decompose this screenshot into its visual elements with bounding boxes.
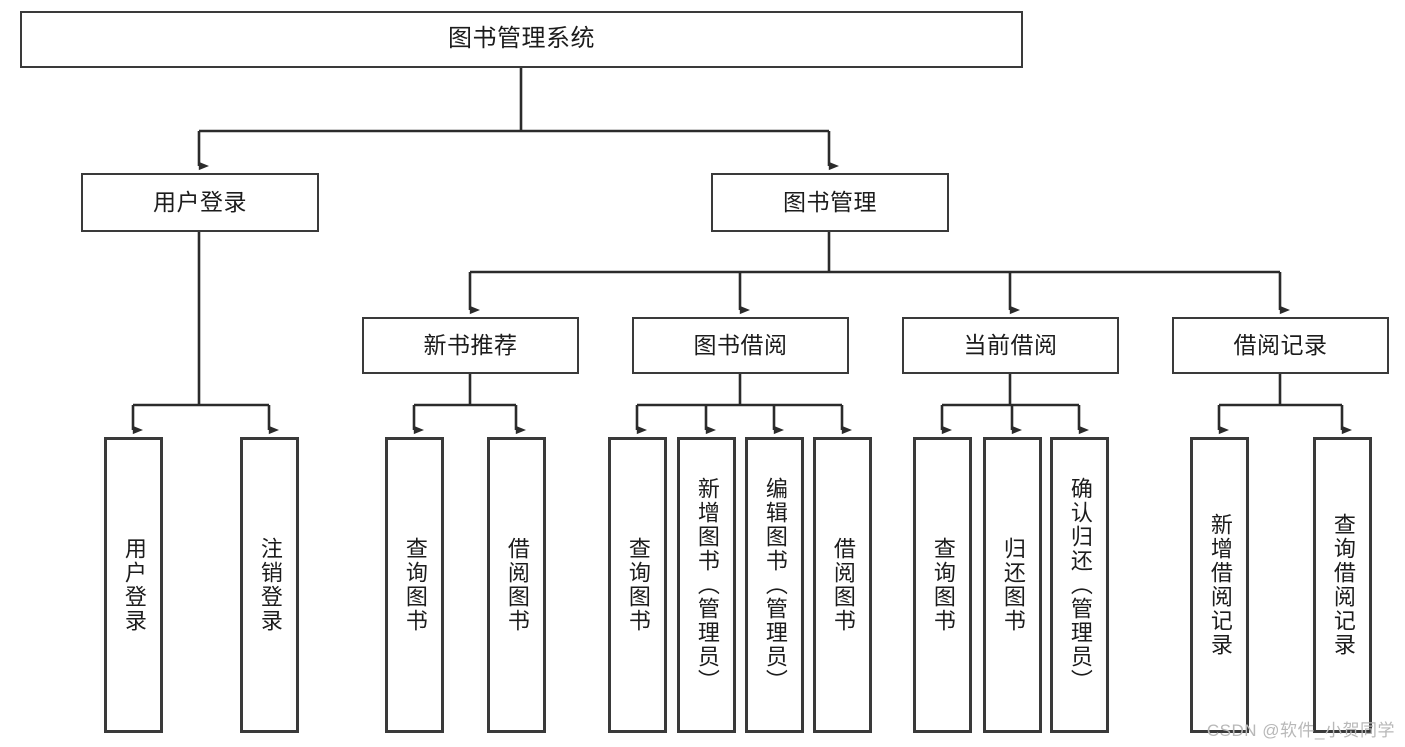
node-label: 查询图书: [930, 537, 956, 633]
leaf-return-book[interactable]: 归还图书: [983, 437, 1042, 733]
node-label: 注销登录: [257, 537, 283, 633]
node-label: 借阅记录: [1233, 331, 1328, 358]
leaf-query-book-borrow[interactable]: 查询图书: [608, 437, 667, 733]
node-label: 当前借阅: [963, 331, 1058, 358]
node-label: 用户登录: [153, 188, 247, 215]
node-borrow-record[interactable]: 借阅记录: [1172, 317, 1389, 374]
node-label: 用户登录: [121, 537, 147, 633]
node-user-login[interactable]: 用户登录: [81, 173, 319, 232]
node-label: 借阅图书: [830, 537, 856, 633]
node-label: 图书借阅: [693, 331, 788, 358]
leaf-edit-book[interactable]: 编辑图书（管理员）: [745, 437, 804, 733]
node-label: 新书推荐: [423, 331, 518, 358]
node-label: 图书管理系统: [448, 25, 595, 53]
node-label: 新增借阅记录: [1207, 513, 1233, 657]
node-label: 归还图书: [1000, 537, 1026, 633]
leaf-borrow-book-recommend[interactable]: 借阅图书: [487, 437, 546, 733]
leaf-add-borrow-record[interactable]: 新增借阅记录: [1190, 437, 1249, 733]
leaf-query-borrow-record[interactable]: 查询借阅记录: [1313, 437, 1372, 733]
node-label: 查询图书: [402, 537, 428, 633]
leaf-borrow-book[interactable]: 借阅图书: [813, 437, 872, 733]
node-label: 图书管理: [783, 188, 877, 215]
node-label: 确认归还（管理员）: [1067, 477, 1093, 693]
node-root-system[interactable]: 图书管理系统: [20, 11, 1023, 68]
leaf-query-book-recommend[interactable]: 查询图书: [385, 437, 444, 733]
node-current-borrow[interactable]: 当前借阅: [902, 317, 1119, 374]
leaf-add-book[interactable]: 新增图书（管理员）: [677, 437, 736, 733]
node-label: 新增图书（管理员）: [694, 477, 720, 693]
leaf-logout[interactable]: 注销登录: [240, 437, 299, 733]
node-label: 借阅图书: [504, 537, 530, 633]
csdn-watermark: CSDN @软件_小贺同学: [1206, 721, 1395, 740]
node-label: 查询借阅记录: [1330, 513, 1356, 657]
leaf-query-book-current[interactable]: 查询图书: [913, 437, 972, 733]
leaf-user-login[interactable]: 用户登录: [104, 437, 163, 733]
node-label: 编辑图书（管理员）: [762, 477, 788, 693]
node-label: 查询图书: [625, 537, 651, 633]
leaf-confirm-return[interactable]: 确认归还（管理员）: [1050, 437, 1109, 733]
node-book-borrow[interactable]: 图书借阅: [632, 317, 849, 374]
node-book-manage[interactable]: 图书管理: [711, 173, 949, 232]
node-new-book-recommend[interactable]: 新书推荐: [362, 317, 579, 374]
